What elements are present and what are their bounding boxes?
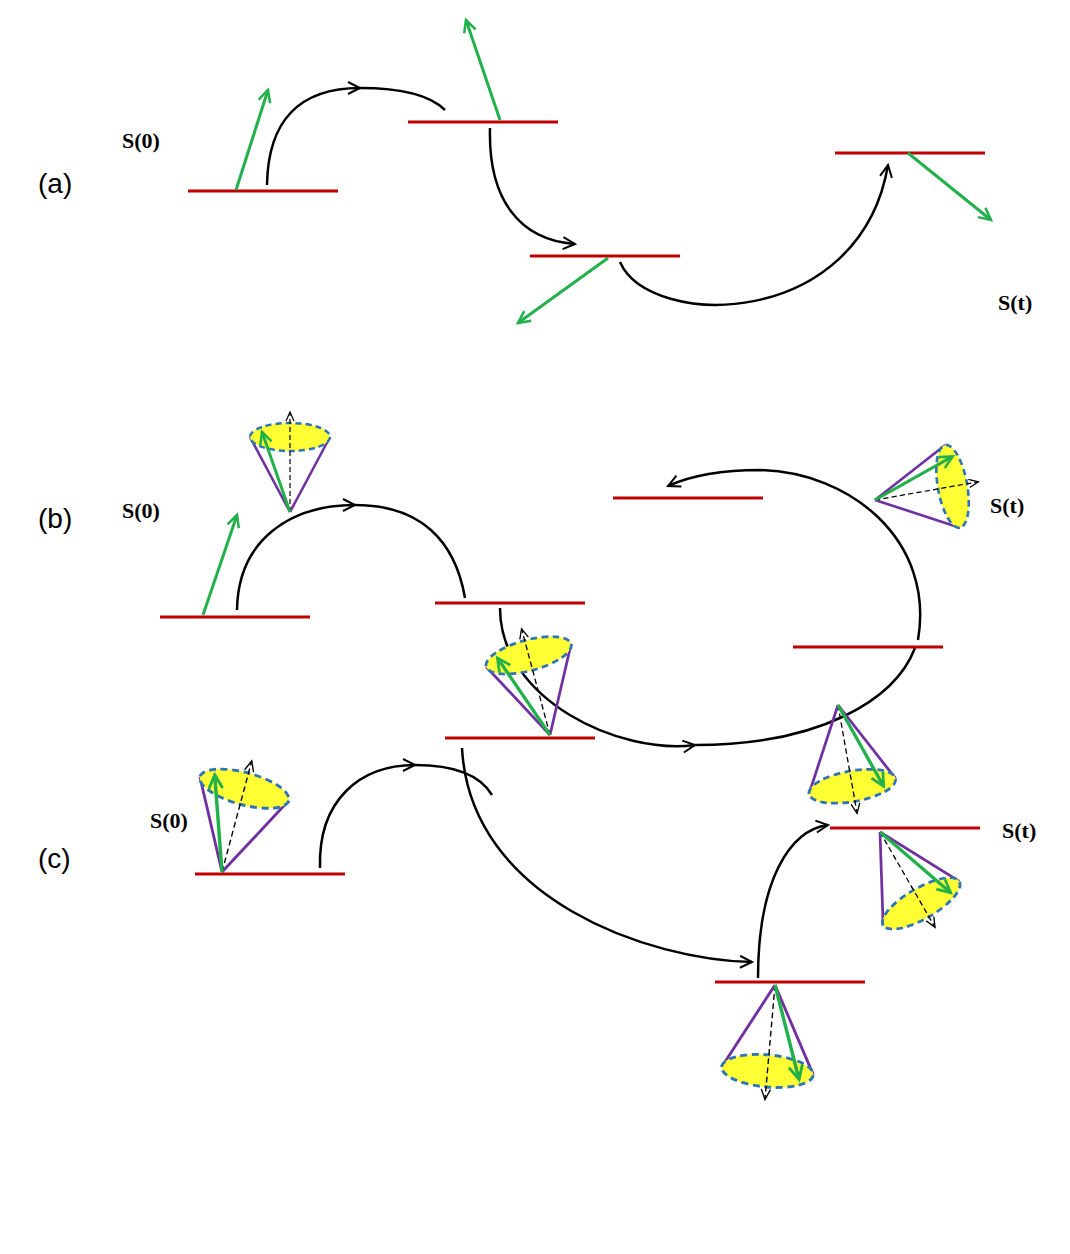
state-label: S(0) [150, 808, 188, 834]
state-label: S(t) [990, 493, 1024, 519]
panel-letter: (c) [38, 843, 71, 875]
state-label: S(t) [1002, 818, 1036, 844]
state-label: S(0) [122, 498, 160, 524]
panel-letter: (a) [38, 168, 72, 200]
state-label: S(t) [998, 290, 1032, 316]
state-label: S(0) [122, 128, 160, 154]
panel-letter: (b) [38, 503, 72, 535]
